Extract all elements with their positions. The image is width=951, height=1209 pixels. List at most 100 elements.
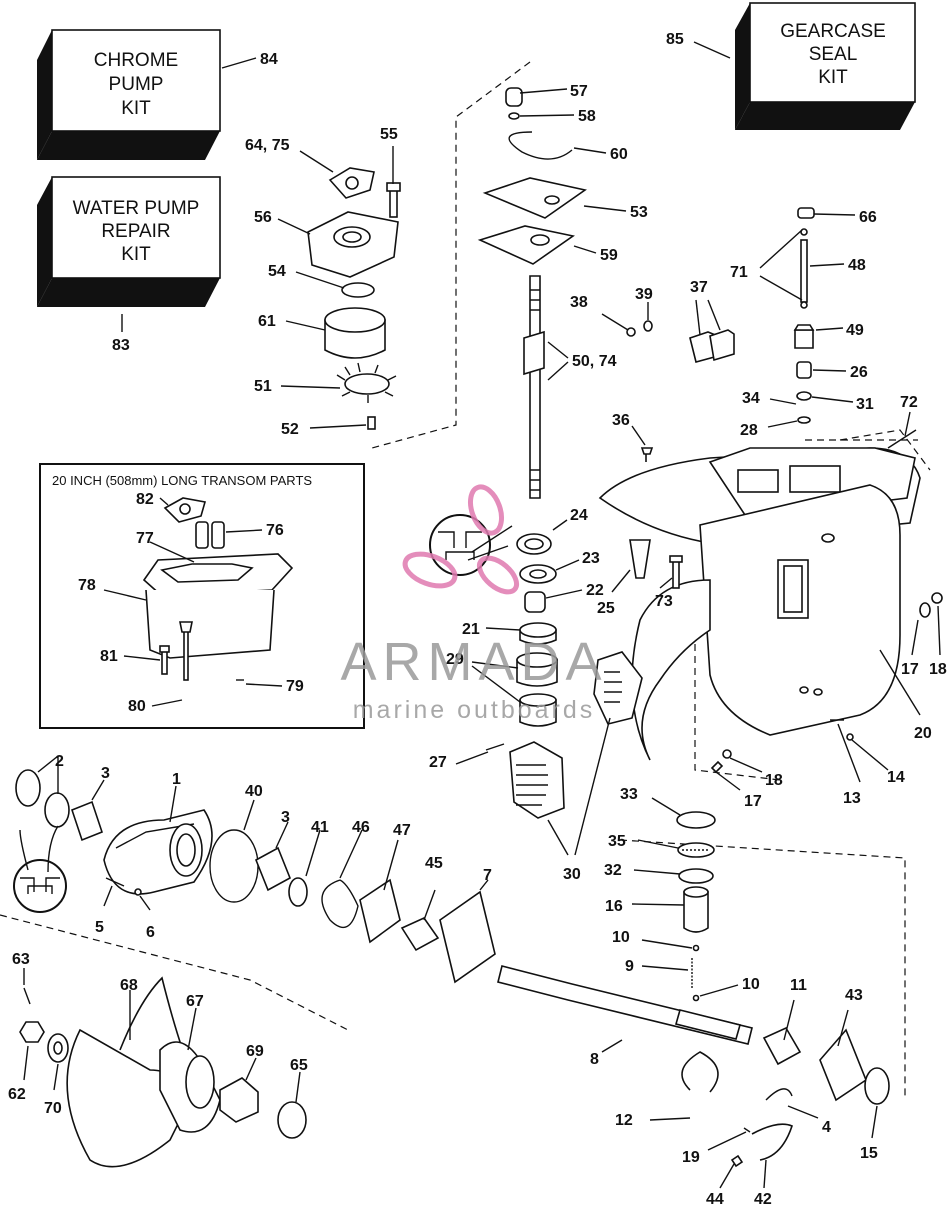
callout-85: 85 [666, 31, 684, 48]
callout-51: 51 [254, 378, 272, 395]
gearcase-seal-line3: KIT [818, 67, 848, 88]
callout-33: 33 [620, 786, 638, 803]
callout-4: 4 [822, 1119, 831, 1136]
callout-12: 12 [615, 1112, 633, 1129]
callout-3-right: 3 [281, 809, 290, 826]
center-parts [485, 533, 716, 933]
callout-2: 2 [55, 753, 64, 770]
callout-63: 63 [12, 951, 30, 968]
callout-3-left: 3 [101, 765, 110, 782]
callout-82: 82 [136, 491, 154, 508]
callout-24: 24 [570, 507, 588, 524]
inset-title: 20 INCH (508mm) LONG TRANSOM PARTS [52, 473, 312, 488]
callout-29: 29 [446, 651, 464, 668]
callout-32: 32 [604, 862, 622, 879]
chrome-pump-line2: PUMP [109, 74, 164, 95]
callout-40: 40 [245, 783, 263, 800]
water-pump-line2: REPAIR [101, 221, 170, 242]
long-transom-inset: 20 INCH (508mm) LONG TRANSOM PARTS [39, 463, 365, 729]
callout-41: 41 [311, 819, 329, 836]
callout-65: 65 [290, 1057, 308, 1074]
callout-77: 77 [136, 530, 154, 547]
callout-84: 84 [260, 51, 278, 68]
callout-62: 62 [8, 1086, 26, 1103]
callout-66: 66 [859, 209, 877, 226]
callout-42: 42 [754, 1191, 772, 1208]
callout-34: 34 [742, 390, 760, 407]
callout-79: 79 [286, 678, 304, 695]
pump-parts [307, 167, 401, 430]
shift-rod-parts [626, 207, 943, 774]
callout-13: 13 [843, 790, 861, 807]
callout-16: 16 [605, 898, 623, 915]
bearing-carrier-parts [15, 769, 401, 944]
callout-59: 59 [600, 247, 618, 264]
callout-18-right: 18 [929, 661, 947, 678]
watermark-logo [402, 484, 520, 595]
callout-81: 81 [100, 648, 118, 665]
callout-64-75: 64, 75 [245, 137, 290, 154]
callout-46: 46 [352, 819, 370, 836]
callout-56: 56 [254, 209, 272, 226]
callout-47: 47 [393, 822, 411, 839]
callout-5: 5 [95, 919, 104, 936]
callout-28: 28 [740, 422, 758, 439]
callout-26: 26 [850, 364, 868, 381]
callout-68: 68 [120, 977, 138, 994]
callout-6: 6 [146, 924, 155, 941]
callout-61: 61 [258, 313, 276, 330]
callout-72: 72 [900, 394, 918, 411]
callout-44: 44 [706, 1191, 724, 1208]
callout-54: 54 [268, 263, 286, 280]
callout-14: 14 [887, 769, 905, 786]
chrome-pump-line3: KIT [121, 98, 151, 119]
callout-55: 55 [380, 126, 398, 143]
watermark-brand: ARMADA [340, 632, 607, 692]
callout-60: 60 [610, 146, 628, 163]
gearcase-housing [598, 447, 921, 761]
callout-38: 38 [570, 294, 588, 311]
callout-45: 45 [425, 855, 443, 872]
callout-50-74: 50, 74 [572, 353, 617, 370]
propeller-parts [19, 976, 307, 1168]
callout-78: 78 [78, 577, 96, 594]
water-pump-line1: WATER PUMP [73, 198, 200, 219]
callout-15: 15 [860, 1145, 878, 1162]
callout-22: 22 [586, 582, 604, 599]
callout-69: 69 [246, 1043, 264, 1060]
callout-49: 49 [846, 322, 864, 339]
chrome-pump-line1: CHROME [94, 50, 178, 71]
callout-1: 1 [172, 771, 181, 788]
callout-7: 7 [483, 867, 492, 884]
callout-67: 67 [186, 993, 204, 1010]
callout-8: 8 [590, 1051, 599, 1068]
water-pump-line3: KIT [121, 244, 151, 265]
driveshaft-parts [477, 87, 587, 499]
callout-53: 53 [630, 204, 648, 221]
seal-symbol-left [13, 825, 67, 913]
callout-37: 37 [690, 279, 708, 296]
callout-18-lower: 18 [765, 772, 783, 789]
armada-watermark: ARMADA marine outboards [340, 484, 607, 724]
water-pump-kit-box: WATER PUMP REPAIR KIT [37, 176, 221, 307]
callout-58: 58 [578, 108, 596, 125]
callout-48: 48 [848, 257, 866, 274]
callout-27: 27 [429, 754, 447, 771]
gearcase-seal-kit-box: GEARCASE SEAL KIT [735, 2, 916, 130]
callout-31: 31 [856, 396, 874, 413]
callout-52: 52 [281, 421, 299, 438]
callout-10-upper: 10 [612, 929, 630, 946]
callout-36: 36 [612, 412, 630, 429]
callout-17-lower: 17 [744, 793, 762, 810]
chrome-pump-kit-box: CHROME PUMP KIT [37, 29, 221, 160]
callout-39: 39 [635, 286, 653, 303]
callout-35: 35 [608, 833, 626, 850]
callout-23: 23 [582, 550, 600, 567]
callout-11: 11 [790, 977, 807, 994]
callout-43: 43 [845, 987, 863, 1004]
callout-71: 71 [730, 264, 748, 281]
callout-30: 30 [563, 866, 581, 883]
callout-21: 21 [462, 621, 480, 638]
